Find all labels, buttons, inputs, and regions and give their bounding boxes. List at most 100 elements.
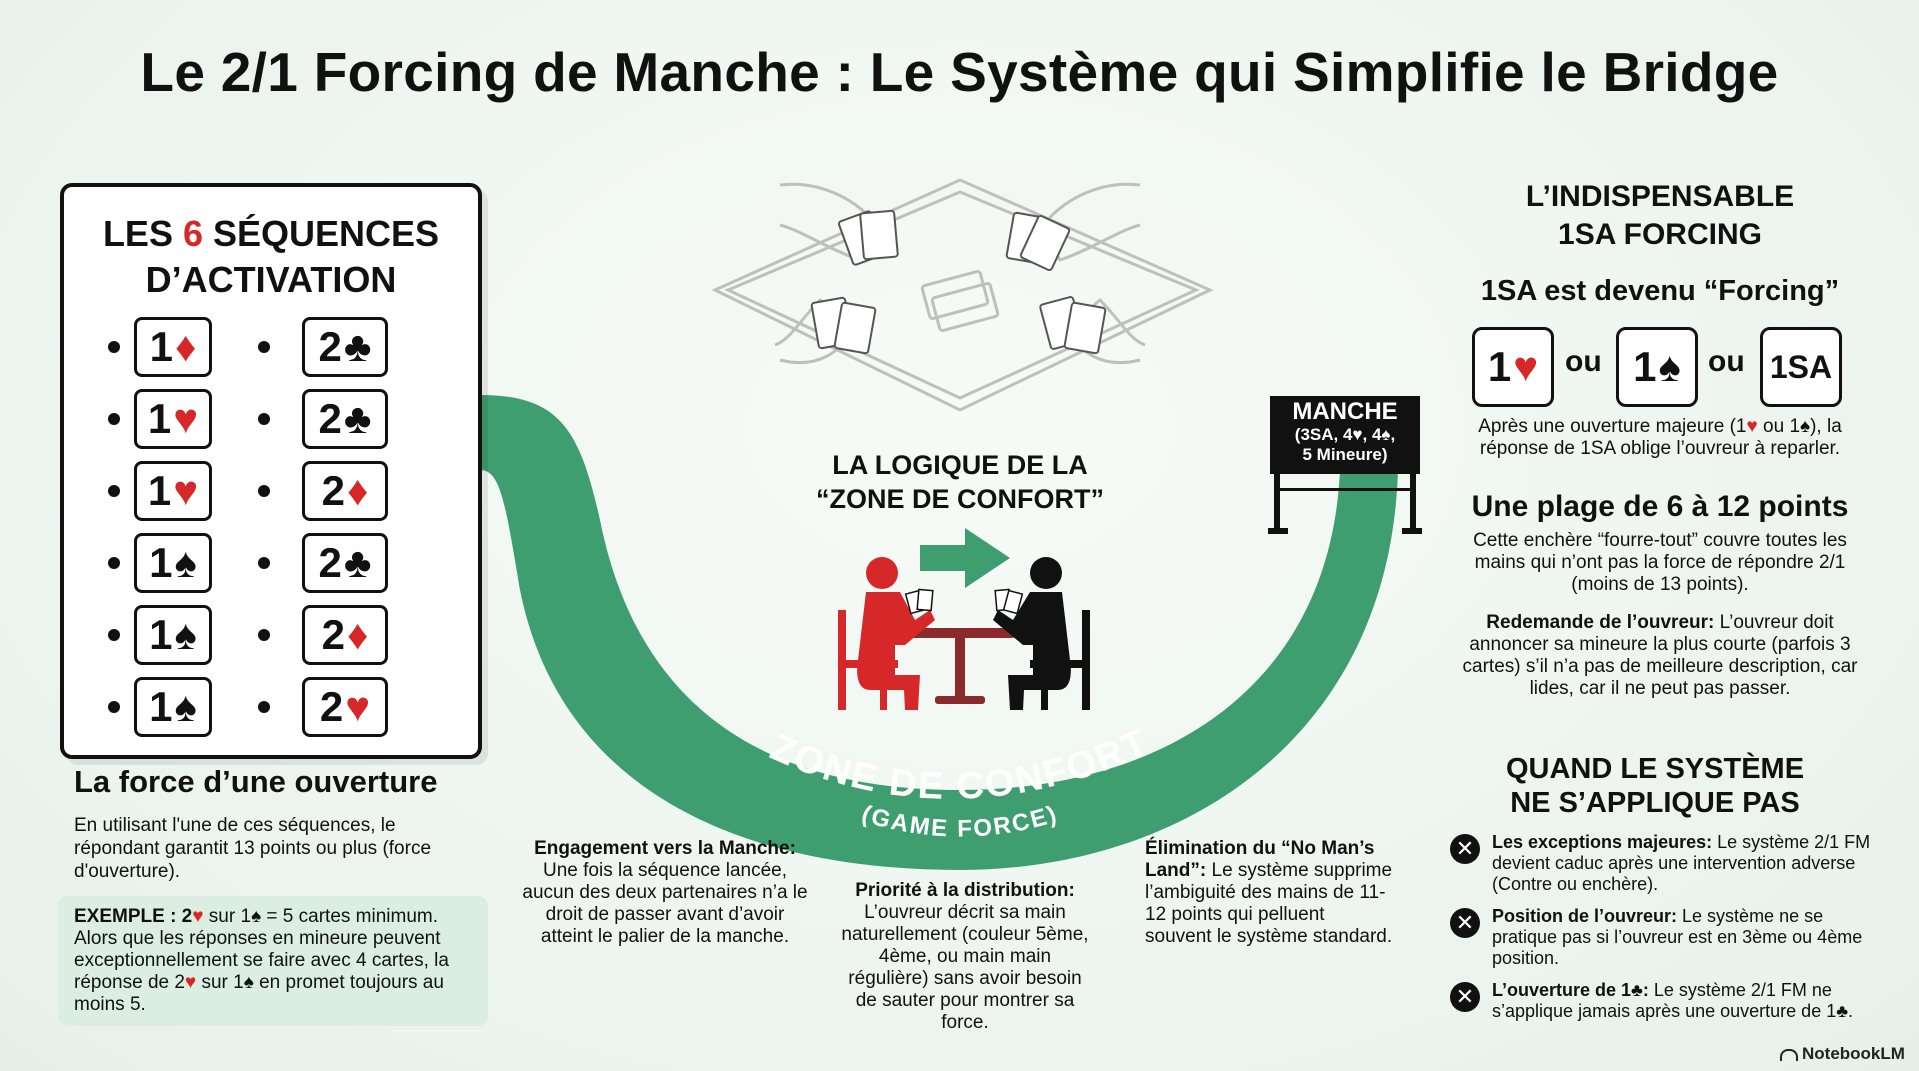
response-level: 2 (319, 683, 344, 730)
black-player-figure (993, 557, 1090, 710)
heart-icon: ♥ (1746, 416, 1758, 437)
forcing-explanation: Après une ouverture majeure (1♥ ou 1♠), … (1450, 416, 1870, 460)
bullet-icon (108, 701, 120, 713)
card-title-prefix: LES (102, 213, 183, 254)
response-level: 2 (318, 395, 342, 442)
response-level: 2 (318, 323, 342, 370)
spade-icon: ♠ (251, 906, 262, 927)
response-bid: 2♥ (302, 677, 388, 737)
bullet-icon (108, 629, 120, 641)
opening-level: 1 (149, 323, 173, 370)
exception-text: L’ouverture de 1♣: Le système 2/1 FM ne … (1492, 980, 1892, 1022)
exceptions-heading-line1: QUAND LE SYSTÈME (1505, 753, 1805, 785)
exception-body: Le système 2/1 FM devient caduc après un… (1492, 832, 1871, 894)
response-bid: 2♦ (302, 461, 388, 521)
bullet-icon (108, 557, 120, 569)
response-suit-icon: ♣ (343, 395, 372, 442)
bullet-icon (258, 557, 270, 569)
sequence-row: 1♥ 2♦ (108, 461, 448, 521)
opening-suit-icon: ♥ (173, 467, 199, 514)
bullet-icon (258, 485, 270, 497)
sequence-row: 1♠ 2♦ (108, 605, 448, 665)
forcing-subheading: 1SA est devenu “Forcing” (1480, 275, 1840, 307)
meeting-table (905, 628, 1015, 704)
spade-icon: ♠ (243, 972, 254, 993)
opening-bid: 1♠ (134, 605, 212, 665)
bullet-icon (108, 341, 120, 353)
or-label: ou (1565, 345, 1602, 378)
manche-sign (1268, 396, 1422, 534)
opening-level: 1 (147, 395, 172, 442)
exception-text: Position de l’ouvreur: Le système ne se … (1492, 906, 1892, 969)
forcing-heading: L’INDISPENSABLE 1SA FORCING (1480, 178, 1840, 254)
close-circle-icon: ✕ (1450, 834, 1480, 864)
sequence-row: 1♦2♣ (108, 317, 448, 377)
exception-title: Position de l’ouvreur: (1492, 906, 1678, 926)
manche-line2: (3SA, 4♥, 4♠, (1294, 425, 1396, 444)
example-text: EXEMPLE : 2♥ sur 1♠ = 5 cartes minimum. … (74, 906, 484, 1016)
engagement-column: Engagement vers la Manche: Une fois la s… (520, 838, 810, 948)
opening-bid: 1♠ (134, 677, 212, 737)
bullet-icon (108, 485, 120, 497)
forcing-explanation-a: Après une ouverture majeure (1 (1478, 416, 1747, 437)
bullet-icon (258, 341, 270, 353)
opening-suit-icon: ♥ (173, 395, 199, 442)
direction-arrow (920, 528, 1010, 588)
card-title-line2: D’ACTIVATION (145, 259, 397, 300)
logic-title-line2: “ZONE DE CONFORT” (816, 484, 1104, 514)
bid-1-heart: 1♥ (1472, 327, 1554, 407)
distribution-column: Priorité à la distribution: L’ouvreur dé… (840, 880, 1090, 1034)
forcing-explanation-c: ), la réponse de 1SA oblige l’ouvreur à … (1479, 416, 1842, 459)
exception-text: Les exceptions majeures: Le système 2/1 … (1492, 832, 1892, 895)
card-title-suffix: SÉQUENCES (202, 213, 440, 254)
exception-body: Le système 2/1 FM ne s’applique jamais a… (1492, 980, 1854, 1021)
response-suit-icon: ♣ (343, 539, 372, 586)
response-level: 2 (321, 467, 345, 514)
example-end: en promet toujours au moins 5. (74, 972, 444, 1015)
opening-level: 1 (147, 467, 172, 514)
force-text: En utilisant l'une de ces séquences, le … (74, 815, 432, 882)
close-circle-icon: ✕ (1450, 908, 1480, 938)
opening-suit-icon: ♠ (174, 683, 197, 730)
exception-title: L’ouverture de 1♣: (1492, 980, 1649, 1000)
bid-1sa: 1SA (1760, 327, 1842, 407)
example-mid2: sur 1 (196, 972, 244, 993)
example-mid: sur 1 (203, 906, 252, 927)
bid-level: 1 (1487, 343, 1512, 390)
brand-label: NotebookLM (1780, 1044, 1905, 1064)
opening-level: 1 (149, 611, 173, 658)
activation-sequences-card: LES 6 SÉQUENCES D’ACTIVATION 1♦2♣1♥2♣1♥2… (60, 183, 482, 759)
response-level: 2 (318, 539, 342, 586)
sequence-row: 1♠ 2♥ (108, 677, 448, 737)
close-circle-icon: ✕ (1450, 982, 1480, 1012)
opening-bid: 1♥ (134, 461, 212, 521)
manche-line3: 5 Mineure) (1302, 445, 1388, 464)
response-bid: 2♣ (302, 317, 388, 377)
example-line2: Alors que les réponses en mineure peuven… (74, 928, 449, 993)
rebid-text: Redemande de l’ouvreur: L’ouvreur doit a… (1450, 612, 1870, 700)
opening-level: 1 (149, 539, 173, 586)
opening-level: 1 (149, 683, 173, 730)
response-bid: 2♣ (302, 533, 388, 593)
page-title: Le 2/1 Forcing de Manche : Le Système qu… (140, 41, 1779, 103)
bid-level: 1 (1633, 343, 1657, 390)
response-bid: 2♦ (302, 605, 388, 665)
engagement-text: Une fois la séquence lancée, aucun des d… (522, 860, 808, 947)
bullet-icon (258, 701, 270, 713)
distribution-title: Priorité à la distribution: (855, 880, 1075, 901)
brand-text: NotebookLM (1802, 1044, 1905, 1063)
sequence-row: 1♠2♣ (108, 533, 448, 593)
logic-title-line1: LA LOGIQUE DE LA (832, 450, 1088, 480)
held-cards (904, 588, 1024, 615)
forcing-heading-line1: L’INDISPENSABLE (1525, 180, 1795, 213)
or-label: ou (1708, 345, 1745, 378)
engagement-title: Engagement vers la Manche: (534, 838, 796, 859)
rebid-body: L’ouvreur doit annoncer sa mineure la pl… (1462, 612, 1858, 699)
opening-bid: 1♥ (134, 389, 212, 449)
heart-icon: ♥ (192, 906, 204, 927)
example-box (58, 896, 488, 1026)
response-level: 2 (321, 611, 345, 658)
example-label: EXEMPLE : 2 (74, 906, 193, 927)
no-mans-land-title: Élimination du “No Man’s Land”: (1145, 838, 1375, 881)
